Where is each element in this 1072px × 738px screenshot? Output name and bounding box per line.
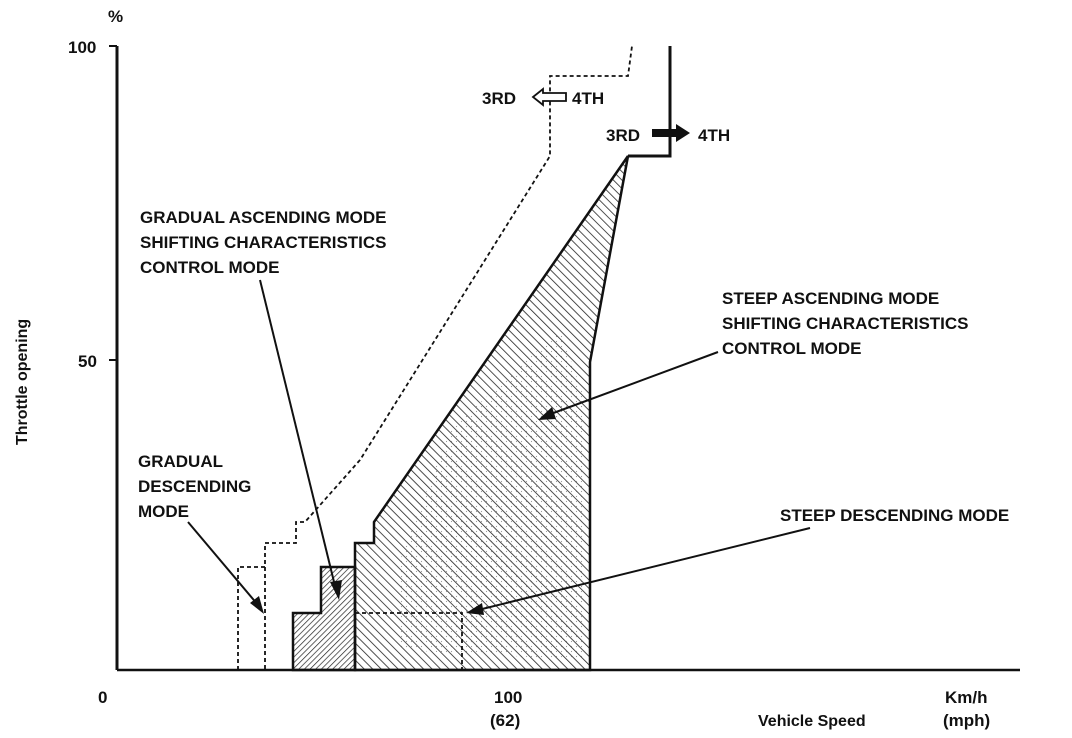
gradual-ascending-pointer-head <box>330 580 342 600</box>
gradual-descending-line1: GRADUAL <box>138 452 223 471</box>
gradual-ascending-pointer <box>259 279 337 591</box>
upshift-arrow-icon <box>652 124 690 142</box>
gradual-descending-pointer <box>187 521 259 606</box>
x-tick-sub: (62) <box>490 711 520 730</box>
steep-ascending-stipple <box>400 330 585 660</box>
steep-descending-label: STEEP DESCENDING MODE <box>780 506 1009 525</box>
upshift-to-label: 4TH <box>698 126 730 145</box>
y-tick-label-50: 50 <box>78 352 97 371</box>
x-origin: 0 <box>98 688 107 707</box>
gradual-ascending-line1: GRADUAL ASCENDING MODE <box>140 208 387 227</box>
downshift-to-label: 4TH <box>572 89 604 108</box>
steep-descending-line <box>355 612 463 670</box>
upshift-from-label: 3RD <box>606 126 640 145</box>
upshift-line <box>628 46 672 158</box>
x-axis-label: Vehicle Speed <box>758 713 866 730</box>
gradual-ascending-region <box>291 565 357 672</box>
y-axis-label: Throttle opening <box>14 319 31 445</box>
gradual-descending-pointer-head <box>250 596 264 614</box>
x-unit-sub: (mph) <box>943 711 990 730</box>
downshift-arrow-icon <box>531 87 567 107</box>
steep-ascending-line1: STEEP ASCENDING MODE <box>722 289 939 308</box>
steep-descending-pointer-head <box>466 603 484 615</box>
steep-ascending-pointer-head <box>538 407 556 420</box>
steep-ascending-line2: SHIFTING CHARACTERISTICS <box>722 314 969 333</box>
steep-ascending-pointer <box>547 351 719 416</box>
downshift-from-label: 3RD <box>482 89 516 108</box>
gradual-ascending-line2: SHIFTING CHARACTERISTICS <box>140 233 387 252</box>
downshift-line <box>237 45 633 670</box>
x-tick-label-100: 100 <box>494 688 522 707</box>
gradual-ascending-line3: CONTROL MODE <box>140 258 279 277</box>
y-unit: % <box>108 7 123 26</box>
gradual-descending-line3: MODE <box>138 502 189 521</box>
steep-ascending-line3: CONTROL MODE <box>722 339 861 358</box>
steep-descending-pointer <box>477 527 811 611</box>
x-unit: Km/h <box>945 688 988 707</box>
y-tick-label-100: 100 <box>68 38 96 57</box>
gradual-descending-line2: DESCENDING <box>138 477 251 496</box>
